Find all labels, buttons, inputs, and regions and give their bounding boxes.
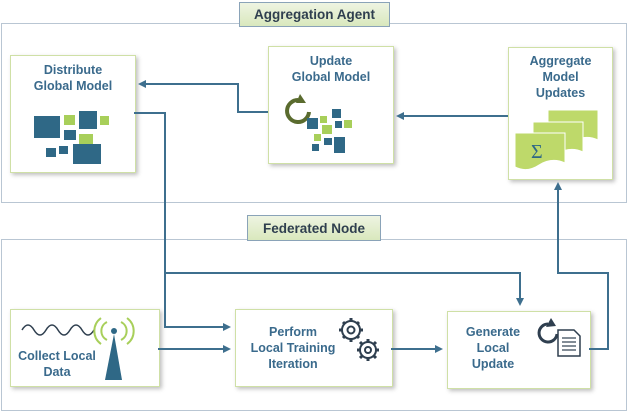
collect-local-data-box: Collect Local Data: [10, 309, 160, 387]
federated-node-title: Federated Node: [247, 215, 381, 241]
perform-local-training-label: Perform Local Training Iteration: [250, 325, 336, 371]
arrow-generate-to-aggregate: [554, 182, 609, 350]
gears-icon: [339, 318, 379, 361]
distribute-global-model-box: Distribute Global Model: [10, 55, 136, 173]
sum-documents-icon: Σ: [514, 109, 599, 171]
model-blocks-icon: [34, 111, 109, 164]
update-global-model-label: Update Global Model: [291, 54, 371, 84]
distribute-global-model-label: Distribute Global Model: [33, 63, 113, 93]
refresh-document-icon: [537, 318, 581, 357]
antenna-wave-icon: [21, 317, 135, 380]
collect-local-data-label: Collect Local Data: [18, 349, 96, 379]
svg-text:Σ: Σ: [531, 141, 543, 163]
arrow-distribute-to-perform: [164, 273, 231, 331]
refresh-model-icon: [285, 94, 352, 153]
aggregate-model-updates-label: Aggregate Model Updates: [529, 54, 592, 100]
aggregation-agent-title: Aggregation Agent: [239, 2, 390, 27]
aggregation-agent-title-text: Aggregation Agent: [254, 7, 375, 22]
generate-local-update-label: Generate Local Update: [465, 325, 521, 371]
federated-node-title-text: Federated Node: [262, 220, 366, 236]
arrow-update-to-distribute: [138, 80, 268, 113]
